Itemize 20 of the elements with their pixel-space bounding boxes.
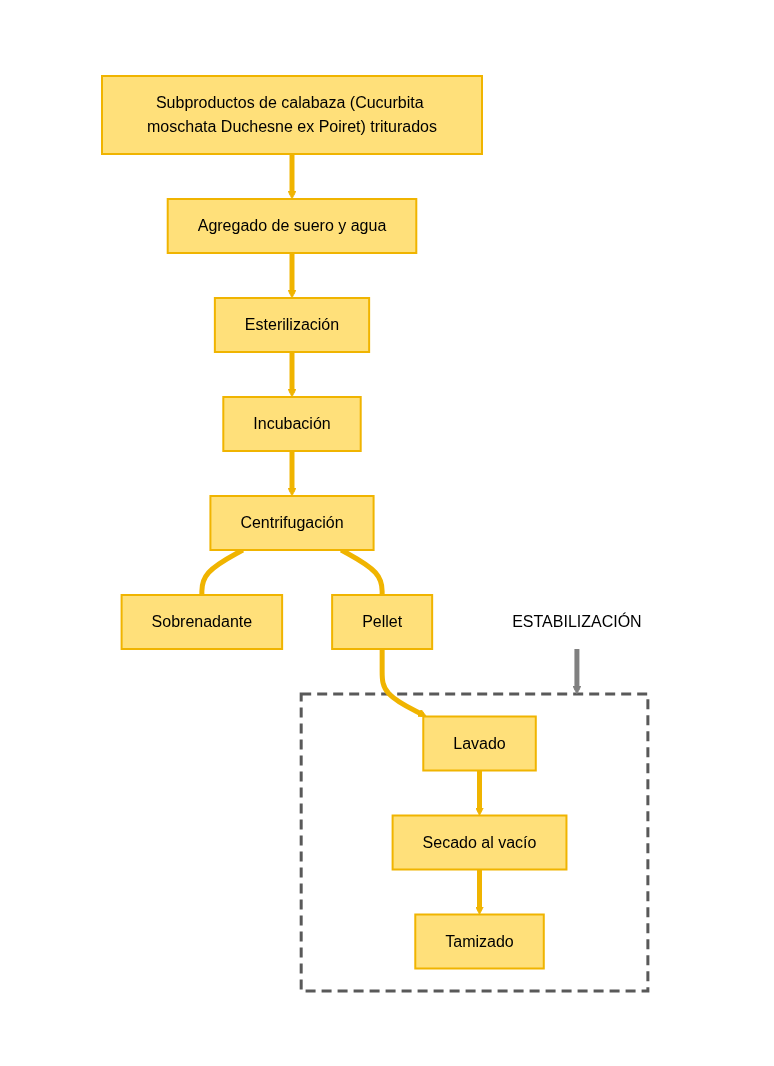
arrow [287, 450, 297, 496]
node-box: Esterilización [214, 296, 371, 353]
node-box: Lavado [422, 715, 537, 771]
node-box: Agregado de suero y agua [166, 197, 418, 254]
arrow [379, 648, 427, 717]
node-box: Tamizado [414, 913, 545, 969]
arrow [475, 770, 485, 816]
arrow [475, 869, 485, 915]
node-box: Secado al vacío [391, 814, 568, 870]
arrow [287, 351, 297, 397]
node-box: Subproductos de calabaza (Cucurbita moschata Duchesne ex Poiret) triturados [101, 74, 484, 155]
node-box: Pellet [331, 593, 434, 650]
arrow [287, 252, 297, 298]
cluster [299, 692, 650, 992]
arrow [287, 153, 297, 199]
arrow [572, 648, 582, 694]
node-box: Centrifugación [209, 494, 375, 551]
node-box: Incubación [222, 395, 362, 452]
node-box: Sobrenadante [120, 593, 284, 650]
node-text: ESTABILIZACIÓN [512, 612, 642, 630]
